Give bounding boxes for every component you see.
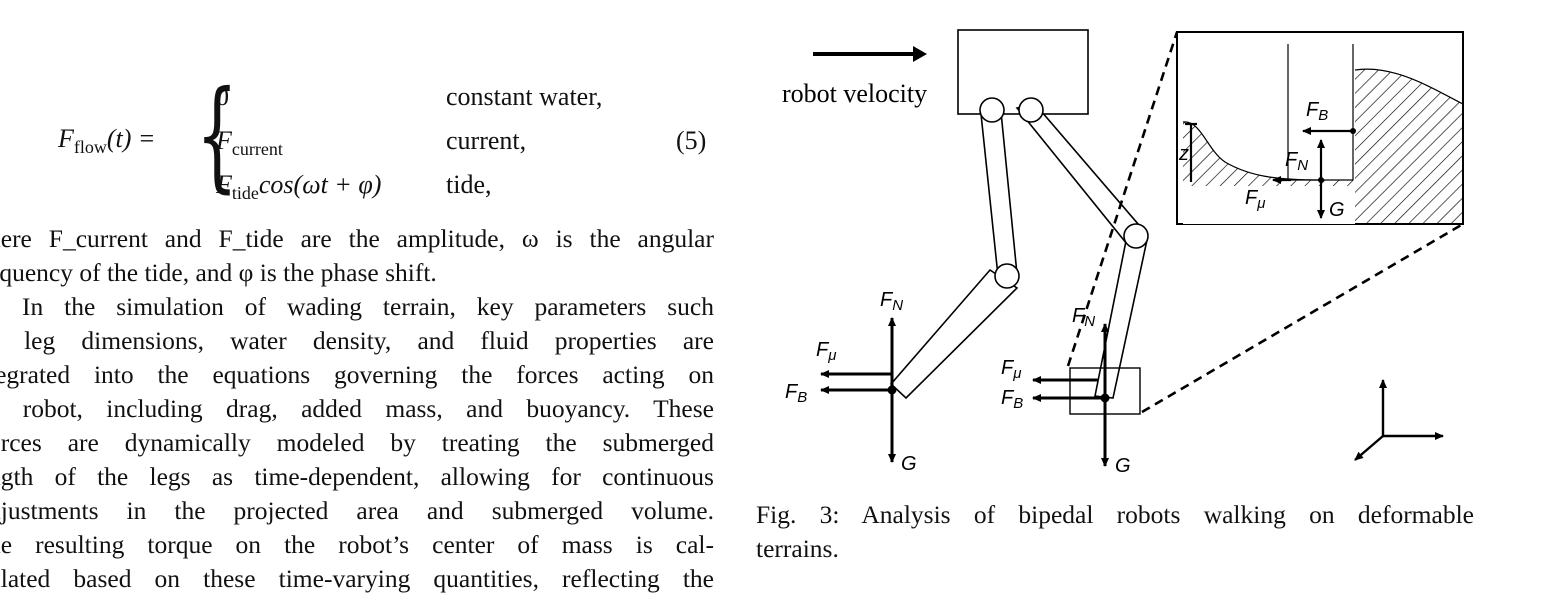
label-G: G (901, 453, 917, 475)
paragraph-2-line: djustments in the projected area and sub… (0, 496, 714, 525)
paragraph-2-line: he resulting torque on the robot’s cente… (0, 530, 714, 559)
caption-line: Fig. 3: Analysis of bipedal robots walki… (756, 500, 1474, 529)
paragraph-2-line: tegrated into the equations governing th… (0, 360, 714, 389)
lhs-symbol: F (58, 124, 74, 153)
zoom-lines (1066, 31, 1464, 414)
label-Fmu: Fμ (1001, 357, 1021, 382)
equation-5: Fflow(t) = { 0 constant water, Fcurrent … (0, 72, 740, 212)
paragraph-1-line: here F_current and F_tide are the amplit… (0, 224, 714, 253)
case-2-condition: tide, (446, 170, 492, 199)
paragraph-2-line: ulated based on these time-varying quant… (0, 564, 714, 593)
label-Fmu: Fμ (816, 339, 836, 364)
zoom-region (1069, 367, 1141, 415)
figure-3: robot velocity (755, 0, 1543, 500)
case-1-expr: Fcurrent (216, 126, 283, 159)
caption-line: terrains. (756, 534, 839, 563)
label-G: G (1329, 199, 1345, 221)
bipedal-robot-diagram: robot velocity (782, 29, 1464, 477)
label-z: z (1178, 143, 1189, 165)
left-foot-labels: FN Fμ FB G (785, 289, 917, 475)
coordinate-axes (1354, 379, 1444, 461)
figure-caption: Fig. 3: Analysis of bipedal robots walki… (756, 498, 1474, 566)
left-foot-forces (820, 317, 897, 463)
case-1-subscript: current (231, 139, 283, 159)
inset-labels: FB FN Fμ G z (1178, 99, 1345, 221)
label-FN: FN (1072, 305, 1095, 330)
robot-body (957, 29, 1089, 115)
cases-brace: { (196, 66, 238, 205)
paragraph-2: In the simulation of wading terrain, key… (0, 290, 714, 596)
case-2-tail: cos(ωt + φ) (258, 170, 382, 199)
lhs-argument: (t) = (106, 124, 156, 153)
label-FN: FN (880, 289, 903, 314)
case-2-symbol: F (216, 170, 232, 199)
equation-number: (5) (676, 126, 707, 155)
case-2-subscript: tide (231, 183, 259, 203)
label-FB: FB (1001, 387, 1023, 412)
inset-detail (1176, 31, 1464, 225)
paragraph-1: here F_current and F_tide are the amplit… (0, 222, 714, 290)
lhs-subscript: flow (73, 137, 107, 157)
case-2-expr: Ftidecos(ωt + φ) (216, 170, 382, 203)
left-column: Fflow(t) = { 0 constant water, Fcurrent … (0, 0, 740, 597)
left-leg (889, 97, 1020, 400)
paragraph-2-line: ngth of the legs as time-dependent, allo… (0, 462, 714, 491)
paragraph-1-line: equency of the tide, and φ is the phase … (0, 258, 437, 287)
case-1-symbol: F (216, 126, 232, 155)
paragraph-2-line: s leg dimensions, water density, and flu… (0, 326, 714, 355)
case-0-condition: constant water, (446, 82, 603, 111)
label-Fmu: Fμ (1245, 187, 1265, 212)
equation-lhs: Fflow(t) = (58, 124, 156, 157)
case-1-condition: current, (446, 126, 527, 155)
right-foot-labels: FN Fμ FB G (1001, 305, 1131, 477)
paragraph-2-line: orces are dynamically modeled by treatin… (0, 428, 714, 457)
right-leg (1015, 97, 1149, 399)
case-0-expr: 0 (216, 82, 229, 112)
velocity-label: robot velocity (782, 79, 927, 108)
velocity-arrow (813, 46, 927, 62)
label-G: G (1115, 455, 1131, 477)
label-FB: FB (785, 381, 807, 406)
paragraph-2-line: e robot, including drag, added mass, and… (0, 394, 714, 423)
paragraph-2-line: In the simulation of wading terrain, key… (22, 292, 714, 321)
case-0-symbol: 0 (216, 82, 229, 111)
right-foot-forces (1032, 323, 1110, 467)
label-FN: FN (1285, 149, 1308, 174)
label-FB: FB (1306, 99, 1328, 124)
